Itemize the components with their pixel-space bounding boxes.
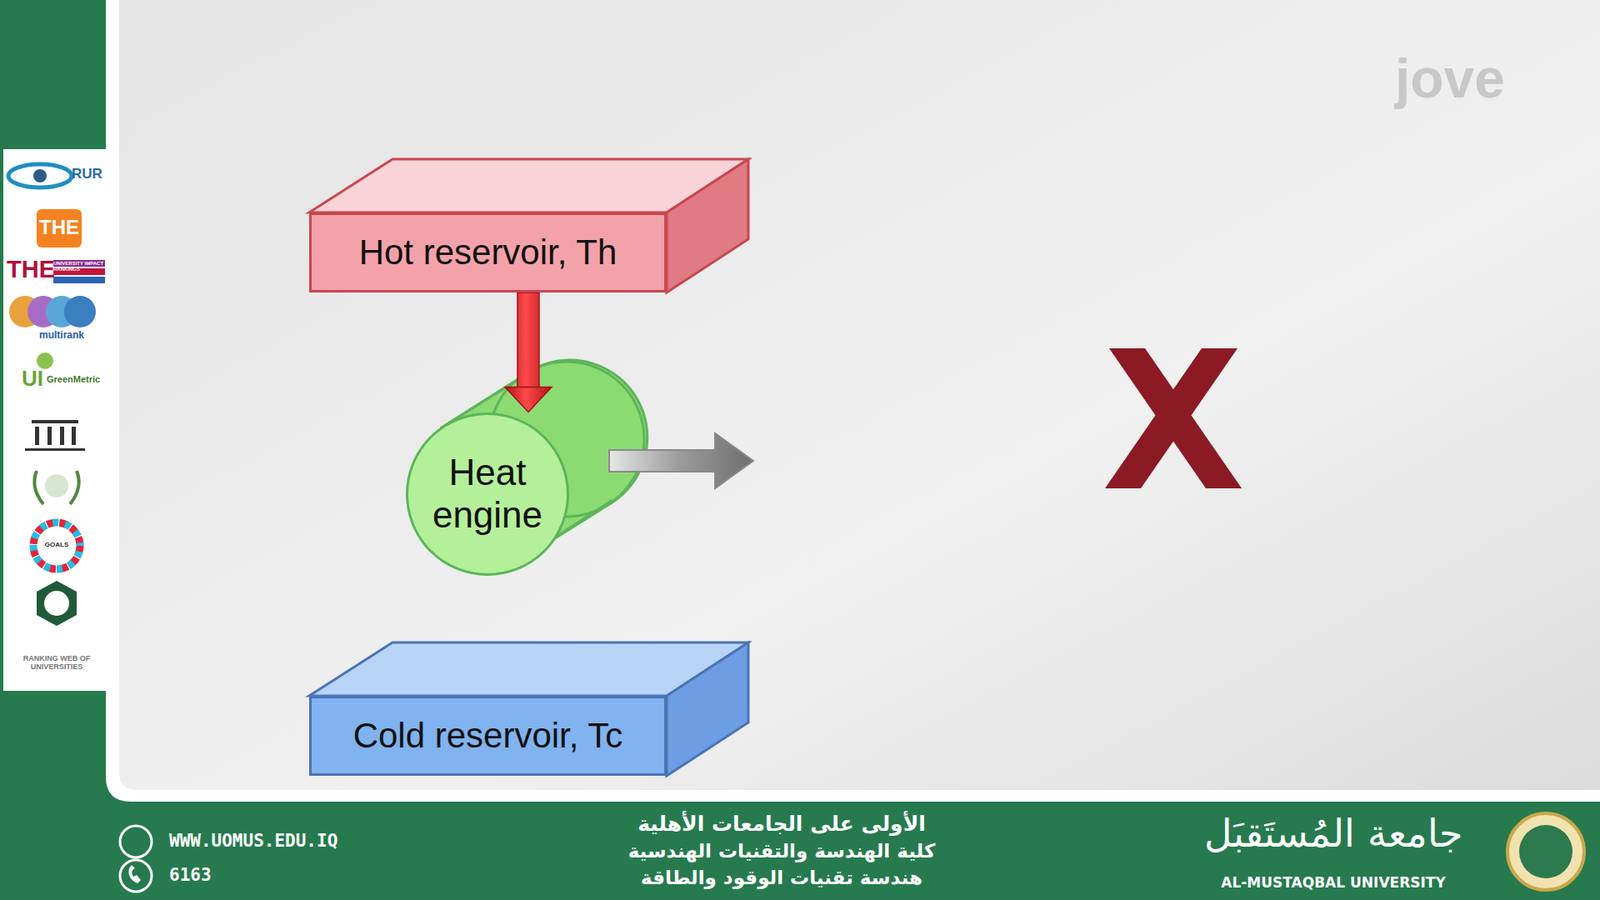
reservoir-side bbox=[666, 159, 749, 293]
engineers-emblem bbox=[36, 580, 77, 626]
watermark: jove bbox=[1379, 48, 1521, 110]
heat-flow-arrow bbox=[505, 292, 552, 413]
node-label: Heat engine bbox=[425, 451, 550, 536]
rur-logo bbox=[33, 169, 47, 183]
logo-text: RANKING WEB OF UNIVERSITIES bbox=[10, 655, 104, 672]
cross-mark bbox=[1105, 348, 1242, 489]
laurel-logo bbox=[34, 470, 79, 505]
website: WWW.UOMUS.EDU.IQ bbox=[169, 831, 420, 851]
white-frame bbox=[105, 0, 1600, 802]
footer-arabic: الأولى على الجامعات الأهلية bbox=[531, 812, 1032, 836]
phone-icon bbox=[128, 865, 141, 884]
web-icon bbox=[120, 825, 152, 858]
footer-arabic: كلية الهندسة والتقنيات الهندسية bbox=[531, 840, 1032, 862]
work-arrow bbox=[609, 433, 754, 489]
node-label: Cold reservoir, Tc bbox=[353, 715, 624, 756]
engine-circle: Heat engine bbox=[405, 412, 570, 577]
reservoir-side bbox=[666, 642, 749, 776]
multirank-logo bbox=[64, 295, 96, 328]
phone-icon bbox=[120, 860, 152, 892]
university-emblem bbox=[1519, 825, 1573, 879]
university-name: AL-MUSTAQBAL UNIVERSITY bbox=[1166, 875, 1500, 891]
phone-number: 6163 bbox=[169, 865, 253, 885]
logo-panel bbox=[3, 149, 106, 691]
building-icon bbox=[25, 420, 85, 451]
reservoir-box: Cold reservoir, Tc bbox=[309, 695, 667, 776]
university-emblem bbox=[1507, 813, 1585, 890]
logo-text: GreenMetric bbox=[46, 374, 105, 385]
logo-text: RUR bbox=[71, 166, 105, 183]
laurel-logo bbox=[45, 474, 69, 498]
the-logo bbox=[36, 209, 82, 248]
university-name: جامعة المُستَقبَل bbox=[1166, 812, 1500, 855]
sdg-wheel bbox=[33, 522, 80, 570]
footer-arabic: هندسة تقنيات الوقود والطاقة bbox=[531, 867, 1032, 889]
logo-text: GOALS bbox=[40, 541, 74, 550]
heat-flow-arrow bbox=[505, 292, 552, 413]
rur-logo bbox=[8, 164, 72, 188]
logo-text: UI bbox=[21, 366, 49, 391]
node-label: Hot reservoir, Th bbox=[359, 232, 618, 273]
slide-panel bbox=[119, 0, 1600, 790]
logo-text: THE bbox=[36, 216, 82, 239]
reservoir-box: Hot reservoir, Th bbox=[309, 212, 667, 293]
impact-logo bbox=[53, 276, 105, 284]
logo-text: UNIVERSITY IMPACT RANKINGS bbox=[53, 260, 105, 272]
logo-text: THE bbox=[6, 256, 55, 284]
logo-text: multirank bbox=[18, 330, 105, 341]
